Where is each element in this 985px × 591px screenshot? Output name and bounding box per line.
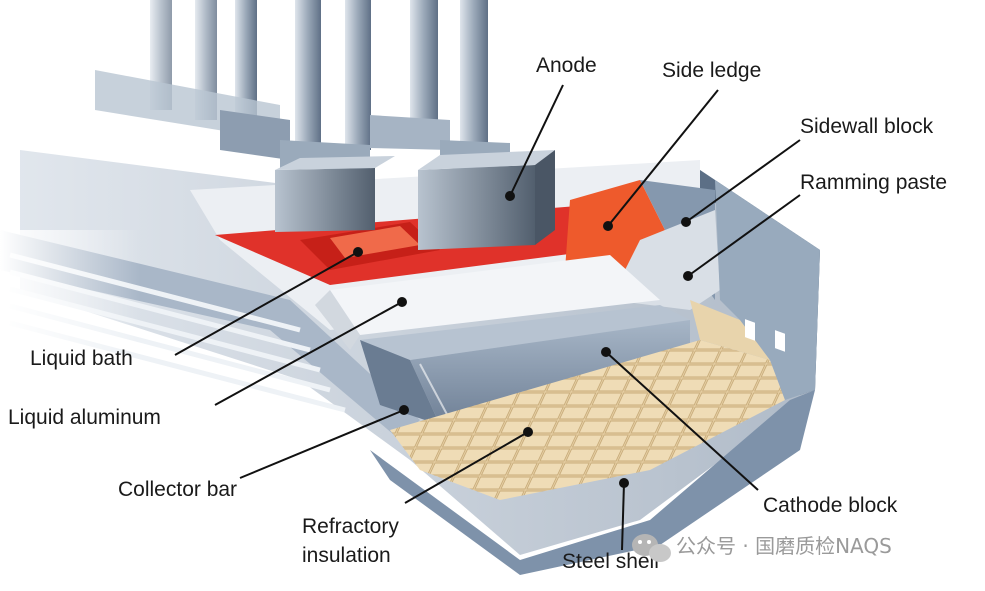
leader-lines xyxy=(174,84,801,551)
label-sidewall-block: Sidewall block xyxy=(800,115,934,138)
label-anode: Anode xyxy=(536,54,597,77)
label-cathode-block: Cathode block xyxy=(763,494,898,517)
label-refractory-line2: insulation xyxy=(302,544,391,567)
label-steel-shell: Steel shell xyxy=(562,550,659,573)
label-ramming-paste: Ramming paste xyxy=(800,171,947,194)
liquid-aluminum xyxy=(315,255,660,350)
leader-dots xyxy=(353,191,693,488)
watermark-text: 公众号 · 国磨质检NAQS xyxy=(676,534,892,558)
label-liquid-bath: Liquid bath xyxy=(30,347,133,370)
label-collector-bar: Collector bar xyxy=(118,478,237,501)
collector-bars xyxy=(0,230,420,440)
wechat-icon xyxy=(632,534,671,562)
anode-assembly xyxy=(95,0,555,250)
right-wall xyxy=(715,180,820,400)
label-side-ledge: Side ledge xyxy=(662,59,761,82)
label-refractory-line1: Refractory xyxy=(302,515,399,538)
label-liquid-aluminum: Liquid aluminum xyxy=(8,406,161,429)
refractory-bricks xyxy=(390,300,785,500)
watermark: 公众号 · 国磨质检NAQS xyxy=(632,534,892,562)
cathode-block xyxy=(360,305,690,425)
